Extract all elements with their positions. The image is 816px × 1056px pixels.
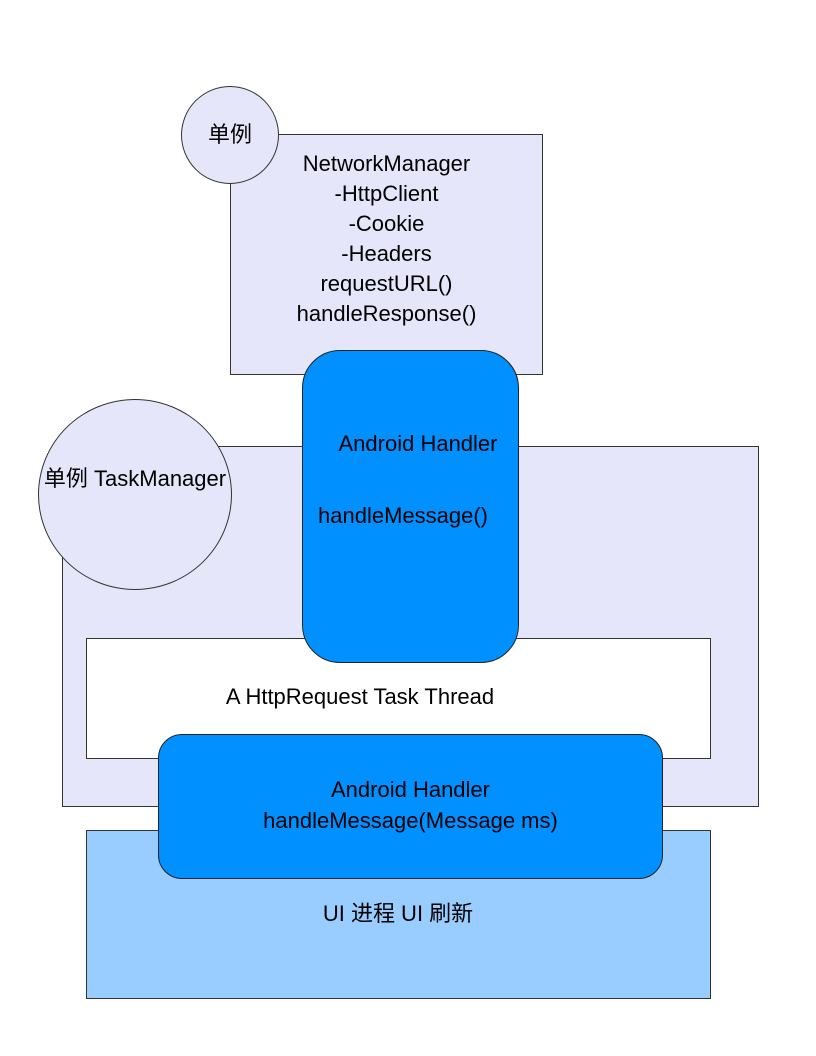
android-handler-bottom-method: handleMessage(Message ms) bbox=[263, 808, 558, 833]
network-manager-box bbox=[230, 134, 543, 375]
network-field-headers: -Headers bbox=[341, 241, 432, 266]
network-manager-title: NetworkManager bbox=[302, 151, 471, 176]
task-manager-label: 单例 TaskManager bbox=[43, 466, 227, 491]
ui-process-label: UI 进程 UI 刷新 bbox=[322, 901, 474, 926]
singleton-label-network: 单例 bbox=[207, 122, 252, 147]
network-field-httpclient: -HttpClient bbox=[334, 181, 439, 206]
android-handler-top-title: Android Handler bbox=[338, 431, 498, 456]
network-manager-text: NetworkManager -HttpClient -Cookie -Head… bbox=[230, 149, 543, 329]
android-handler-top bbox=[302, 350, 519, 663]
network-field-cookie: -Cookie bbox=[348, 211, 425, 236]
singleton-circle-task-manager bbox=[38, 399, 232, 590]
network-method-requesturl: requestURL() bbox=[320, 271, 453, 296]
android-handler-top-method: handleMessage() bbox=[318, 503, 488, 528]
android-handler-bottom-title: Android Handler bbox=[331, 777, 490, 802]
android-handler-bottom bbox=[158, 734, 663, 879]
task-thread-label: A HttpRequest Task Thread bbox=[225, 684, 495, 709]
network-method-handleresponse: handleResponse() bbox=[296, 301, 477, 326]
singleton-circle-network bbox=[181, 86, 279, 184]
